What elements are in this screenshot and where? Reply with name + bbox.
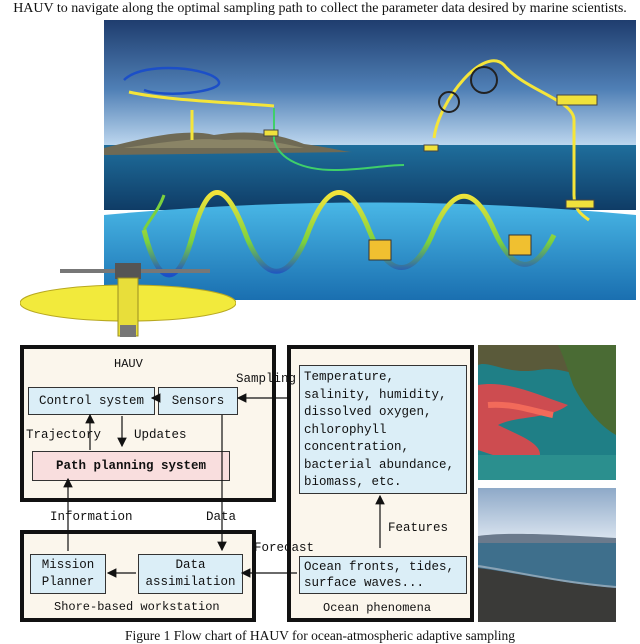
data-label: Data — [206, 510, 237, 524]
shore-workstation-block: Mission Planner Data assimilation Shore-… — [20, 530, 256, 622]
hauv-title: HAUV — [114, 357, 143, 371]
mission-planner-line2: Planner — [41, 575, 95, 589]
shore-title: Shore-based workstation — [54, 600, 220, 614]
control-system-box: Control system — [28, 387, 155, 415]
features-label: Features — [388, 521, 449, 535]
parameter-line: dissolved oxygen, — [304, 405, 432, 419]
red-tide-photo — [478, 345, 616, 480]
parameter-line: concentration, — [304, 440, 410, 454]
mission-planner-box: Mission Planner — [30, 554, 106, 594]
parameter-line: Temperature, — [304, 370, 395, 384]
trajectory-label: Trajectory — [26, 428, 102, 442]
figure-caption: Figure 1 Flow chart of HAUV for ocean-at… — [124, 628, 516, 643]
data-assimilation-box: Data assimilation — [138, 554, 243, 594]
mission-planner-line1: Mission — [41, 558, 95, 572]
hauv-block: HAUV Control system Sensors Trajectory U… — [20, 345, 276, 502]
phenomena-line: surface waves... — [304, 576, 425, 590]
information-label: Information — [50, 510, 133, 524]
ocean-title: Ocean phenomena — [323, 601, 432, 615]
path-planning-box: Path planning system — [32, 451, 230, 481]
ocean-front-photo — [478, 488, 616, 622]
phenomena-line: Ocean fronts, tides, — [304, 560, 455, 574]
data-assimilation-line2: assimilation — [145, 575, 236, 589]
hauv-wing-illustration — [19, 263, 237, 339]
parameter-line: biomass, etc. — [304, 475, 402, 489]
ocean-phenomena-box: Ocean fronts, tides, surface waves... — [299, 556, 467, 594]
ocean-phenomena-block: Temperature, salinity, humidity, dissolv… — [287, 345, 474, 622]
ocean-parameters-box: Temperature, salinity, humidity, dissolv… — [299, 365, 467, 494]
updates-label: Updates — [134, 428, 187, 442]
parameter-line: salinity, humidity, — [304, 387, 447, 402]
data-assimilation-line1: Data — [175, 558, 206, 572]
parameter-line: bacterial abundance, — [304, 457, 455, 472]
header-text: HAUV to navigate along the optimal sampl… — [13, 1, 627, 16]
sampling-label: Sampling — [236, 372, 297, 386]
hauv-illustration — [104, 20, 636, 300]
forecast-label: Forecast — [254, 541, 315, 555]
sensors-box: Sensors — [158, 387, 238, 415]
parameter-line: chlorophyll — [304, 422, 387, 437]
